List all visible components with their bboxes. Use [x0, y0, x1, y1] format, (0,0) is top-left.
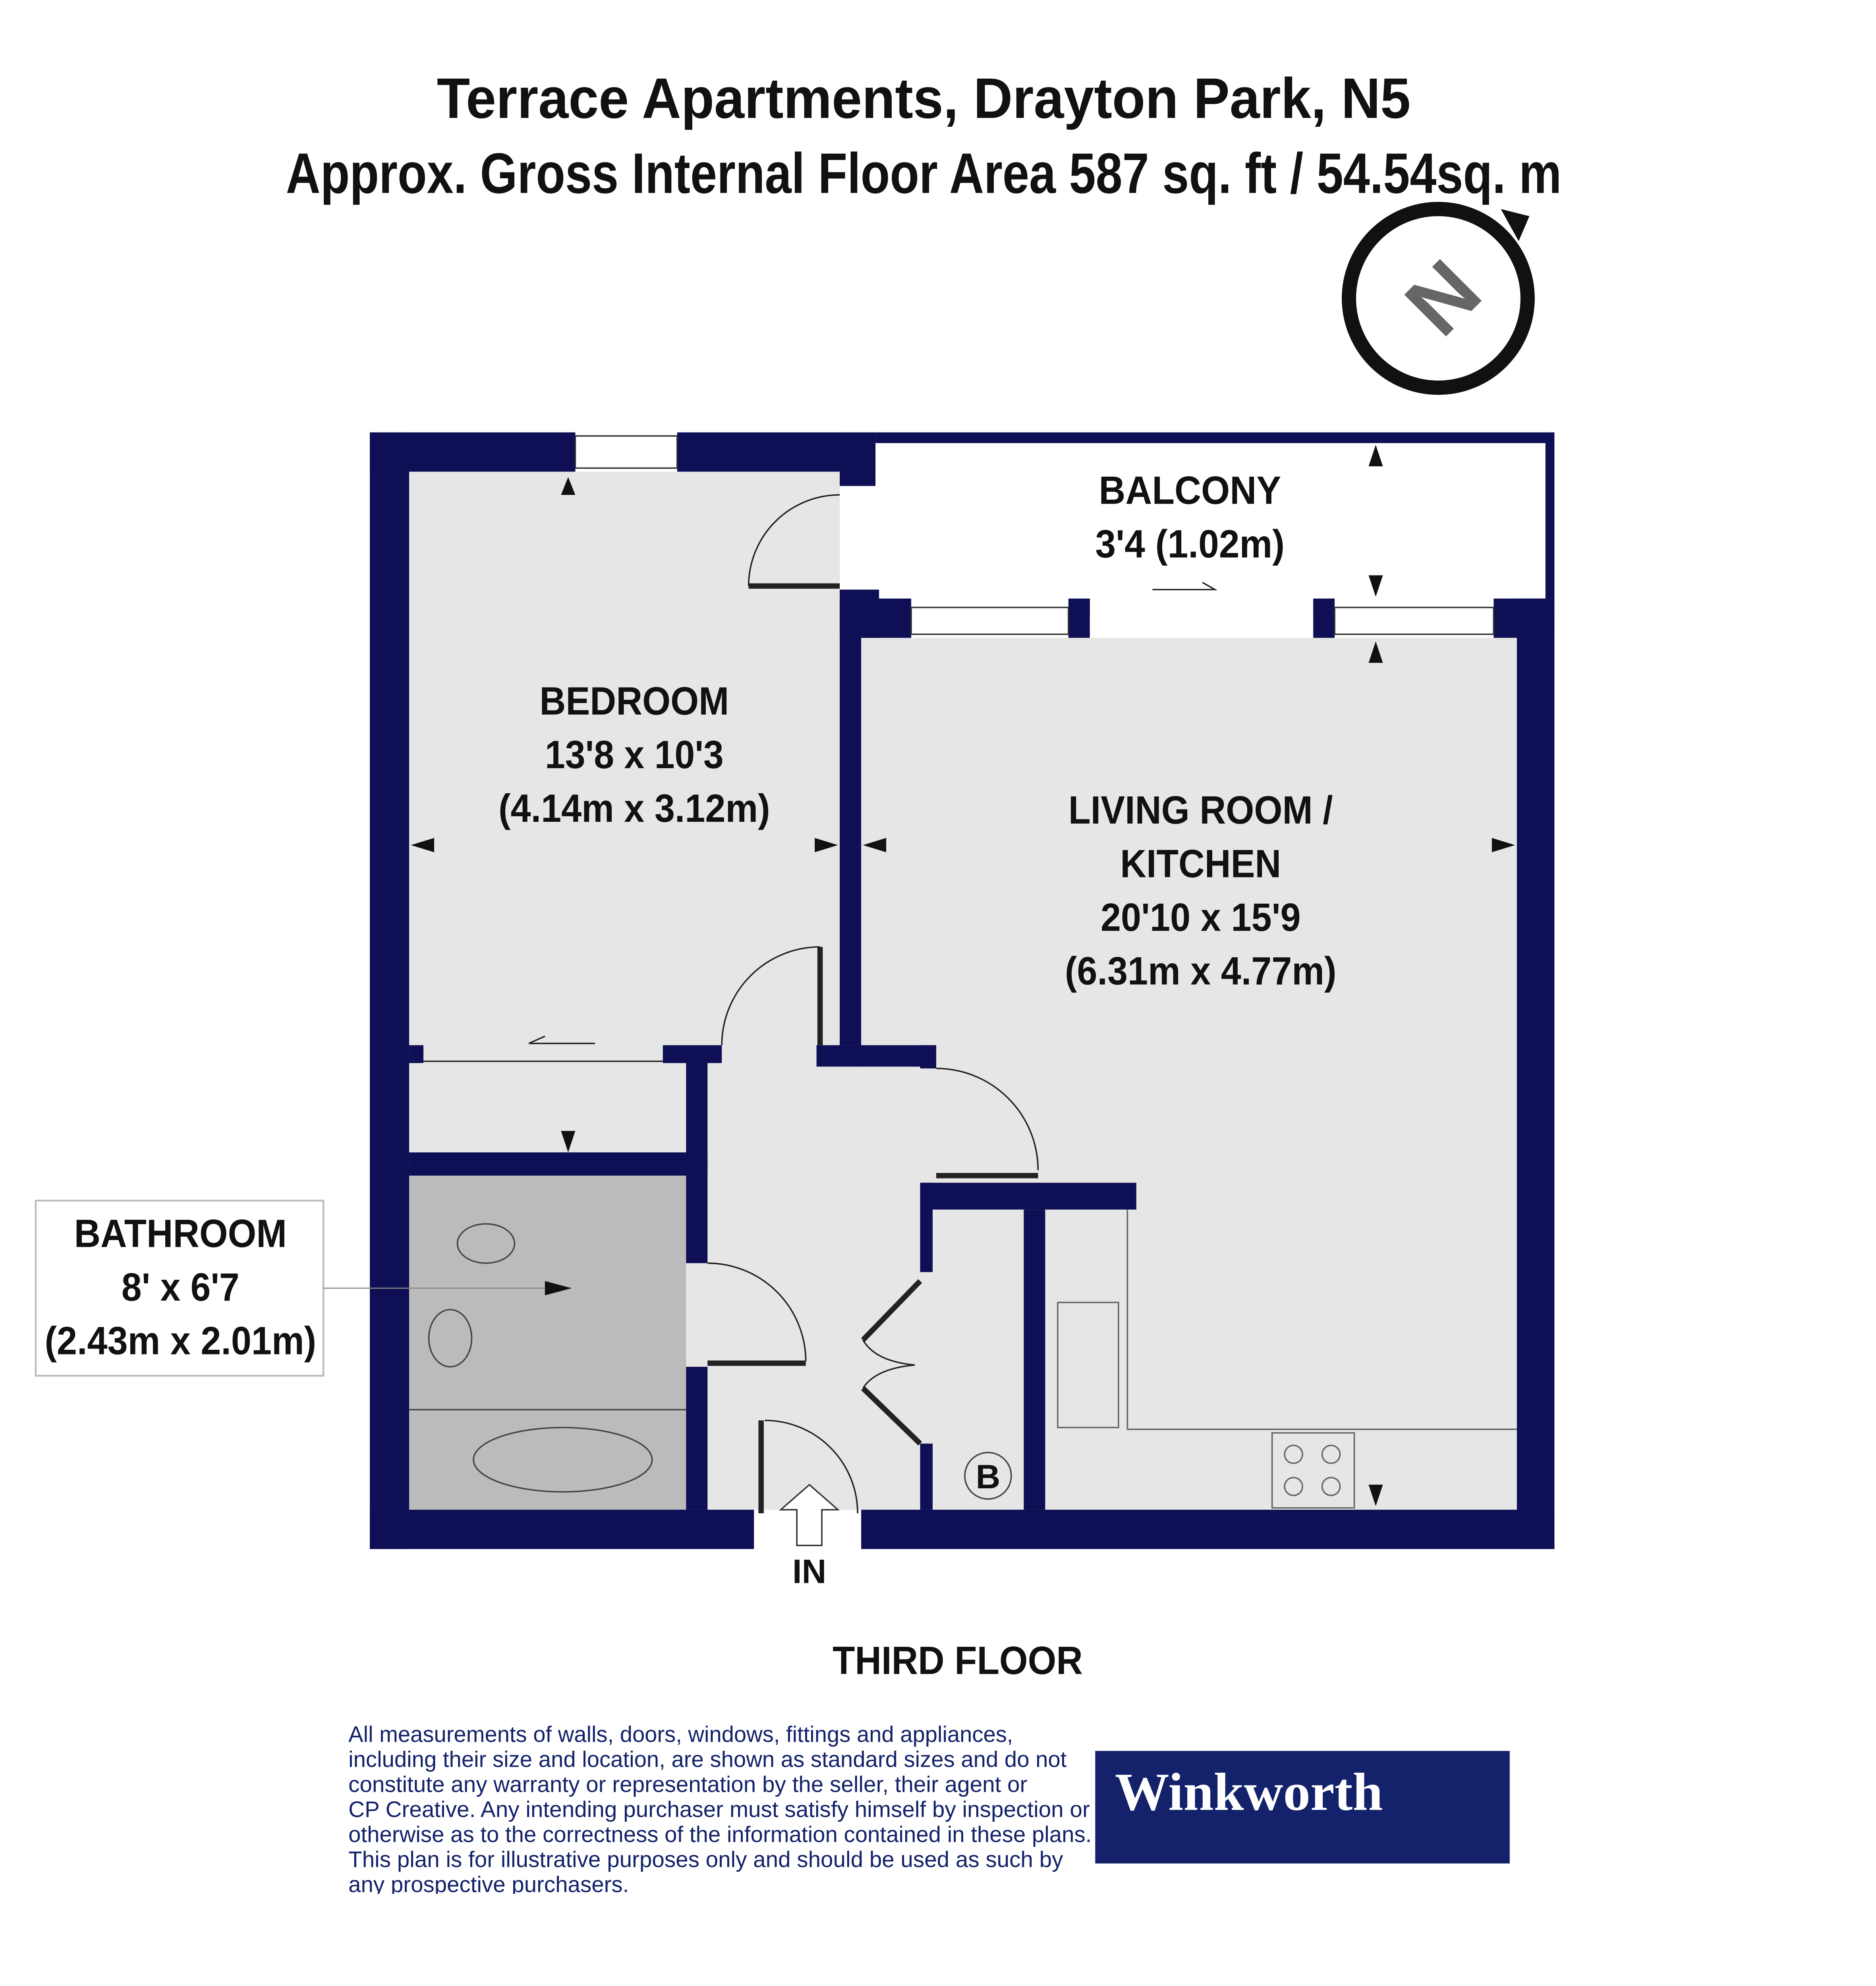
- disclaimer-line: including their size and location, are s…: [348, 1747, 1067, 1772]
- living-name-line2: KITCHEN: [1120, 842, 1281, 886]
- disclaimer-line: CP Creative. Any intending purchaser mus…: [348, 1797, 1090, 1822]
- bathroom-fixtures: [409, 1223, 686, 1493]
- compass-letter: N: [1387, 242, 1499, 354]
- floor-label: THIRD FLOOR: [833, 1638, 1083, 1683]
- bedroom-name: BEDROOM: [539, 679, 729, 723]
- walls: [370, 432, 1555, 1549]
- disclaimer-line: any prospective purchasers.: [348, 1872, 629, 1894]
- bath-icon: [473, 1427, 653, 1493]
- boiler-label: B: [976, 1458, 1001, 1496]
- disclaimer-line: This plan is for illustrative purposes o…: [348, 1847, 1063, 1872]
- dimension-arrows: [411, 445, 1515, 1506]
- living-name-line1: LIVING ROOM /: [1068, 788, 1333, 832]
- balcony-label: BALCONY 3'4 (1.02m): [1095, 468, 1285, 566]
- boiler-icon: B: [964, 1452, 1012, 1500]
- floor-plan: B: [370, 432, 1555, 1549]
- disclaimer-line: All measurements of walls, doors, window…: [348, 1722, 1013, 1747]
- bathroom-dims-imperial: 8' x 6'7: [122, 1265, 240, 1309]
- windows: [574, 435, 1495, 638]
- page-title: Terrace Apartments, Drayton Park, N5: [437, 66, 1410, 130]
- balcony-dims: 3'4 (1.02m): [1095, 522, 1285, 566]
- entrance-arrow-icon: [779, 1484, 840, 1546]
- bathroom-floor: [409, 1175, 686, 1510]
- bedroom-dims-imperial: 13'8 x 10'3: [545, 732, 724, 777]
- kitchen-fixtures: [1057, 1209, 1517, 1509]
- living-dims-imperial: 20'10 x 15'9: [1101, 895, 1301, 939]
- entrance-label: IN: [792, 1553, 826, 1590]
- balcony-name: BALCONY: [1099, 468, 1281, 512]
- north-arrow-icon: N: [1342, 202, 1535, 395]
- bathroom-dims-metric: (2.43m x 2.01m): [44, 1319, 316, 1363]
- floor-plan-page: Terrace Apartments, Drayton Park, N5 App…: [35, 66, 1562, 1894]
- bathroom-name: BATHROOM: [74, 1211, 287, 1256]
- plan-wrapper: B BALCONY 3'4 (1.02m) BEDROOM 13'8 x 10'…: [35, 432, 1555, 1683]
- bedroom-label: BEDROOM 13'8 x 10'3 (4.14m x 3.12m): [498, 679, 770, 830]
- living-dims-metric: (6.31m x 4.77m): [1065, 949, 1337, 993]
- winkworth-logo: Winkworth: [1095, 1751, 1510, 1864]
- disclaimer-line: constitute any warranty or representatio…: [348, 1772, 1027, 1797]
- balcony-area: [840, 443, 1546, 599]
- toilet-icon: [456, 1223, 516, 1264]
- footer: All measurements of walls, doors, window…: [348, 1722, 1510, 1894]
- bedroom-dims-metric: (4.14m x 3.12m): [498, 786, 770, 830]
- hob-icon: [1271, 1432, 1355, 1509]
- logo-text: Winkworth: [1115, 1763, 1383, 1822]
- doors: [423, 494, 1218, 1513]
- living-room-label: LIVING ROOM / KITCHEN 20'10 x 15'9 (6.31…: [1065, 788, 1337, 993]
- basin-icon: [428, 1309, 473, 1368]
- bathroom-label: BATHROOM 8' x 6'7 (2.43m x 2.01m): [35, 1200, 545, 1377]
- page-subtitle: Approx. Gross Internal Floor Area 587 sq…: [286, 141, 1562, 205]
- disclaimer-line: otherwise as to the correctness of the i…: [348, 1822, 1092, 1847]
- disclaimer: All measurements of walls, doors, window…: [348, 1722, 1092, 1894]
- sink-icon: [1057, 1302, 1119, 1428]
